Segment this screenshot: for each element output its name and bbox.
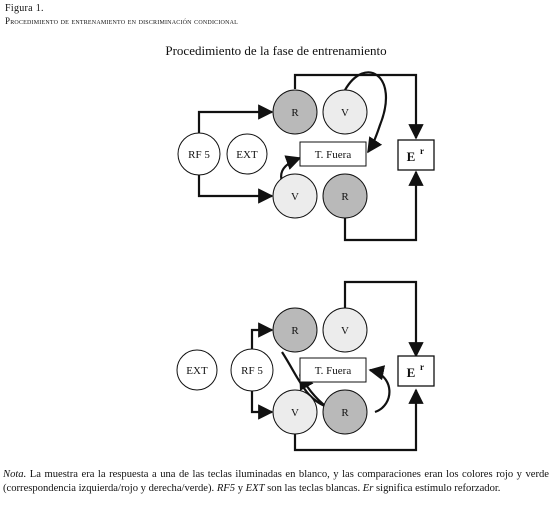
upper-red-label-bottom: R — [291, 325, 299, 337]
rf5-to-upper-red-arrow — [197, 104, 274, 133]
rf5-key-bottom — [230, 348, 274, 392]
upper-green-to-reinforcer-arrow — [343, 280, 424, 358]
reinforcer-superscript-bottom: r — [420, 362, 424, 372]
note-label: Nota. — [3, 469, 27, 480]
rf5-key — [177, 132, 221, 176]
upper-green-key — [322, 89, 368, 135]
timeout-label-bottom: T. Fuera — [315, 365, 352, 377]
note-rf5: RF5 — [216, 483, 236, 494]
rf5-to-upper-red-arrow-bottom — [250, 322, 274, 349]
lower-green-label: V — [291, 191, 299, 203]
upper-red-key-bottom — [272, 307, 318, 353]
training-procedure-diagram: RF 5 EXT R V V R T. Fuera E r — [176, 71, 435, 452]
panel-bottom: EXT RF 5 R V V R T. Fuera E r — [176, 280, 435, 452]
reinforcer-box-bottom — [397, 355, 435, 387]
ext-label-bottom: EXT — [186, 365, 208, 377]
rf5-label-bottom: RF 5 — [241, 365, 263, 377]
note-text-2: son las teclas blancas. — [264, 483, 363, 494]
lower-green-label-bottom: V — [291, 407, 299, 419]
upper-green-label-bottom: V — [341, 325, 349, 337]
figure-note: Nota. La muestra era la respuesta a una … — [3, 468, 549, 496]
timeout-box — [299, 141, 367, 167]
lower-red-label-bottom: R — [341, 407, 349, 419]
lower-green-to-reinforcer-arrow — [293, 388, 424, 452]
note-y: y — [235, 483, 246, 494]
lower-red-to-timeout-arrow — [368, 365, 391, 414]
reinforcer-superscript: r — [420, 146, 424, 156]
figure-caption: Procedimiento de entrenamiento en discri… — [5, 16, 239, 26]
figure-number: Figura 1. — [5, 3, 44, 14]
timeout-label: T. Fuera — [315, 149, 352, 161]
lower-red-to-reinforcer-arrow — [343, 170, 424, 242]
reinforcer-label-bottom: E — [407, 365, 416, 380]
note-ext: EXT — [245, 483, 265, 494]
rf5-to-lower-green-arrow-bottom — [250, 391, 274, 420]
ext-key-bottom — [176, 349, 218, 391]
ext-label: EXT — [236, 149, 258, 161]
rf5-label: RF 5 — [188, 149, 210, 161]
lower-green-key — [272, 173, 318, 219]
note-er: Er — [362, 483, 374, 494]
lower-red-label: R — [341, 191, 349, 203]
upper-green-to-timeout-arrow — [344, 71, 387, 154]
note-text-3: significa estímulo reforzador. — [373, 483, 501, 494]
lower-green-key-bottom — [272, 389, 318, 435]
upper-green-key-bottom — [322, 307, 368, 353]
lower-red-key — [322, 173, 368, 219]
diagram-title: Procedimiento de la fase de entrenamient… — [165, 43, 387, 58]
timeout-box-bottom — [299, 357, 367, 383]
note-text-1: La muestra era la respuesta a una de las… — [3, 469, 549, 494]
upper-red-to-reinforcer-arrow — [293, 73, 424, 140]
upper-red-label: R — [291, 107, 299, 119]
ext-key — [226, 133, 268, 175]
upper-green-label: V — [341, 107, 349, 119]
reinforcer-box — [397, 139, 435, 171]
reinforcer-label: E — [407, 149, 416, 164]
lower-red-key-bottom — [322, 389, 368, 435]
rf5-to-lower-green-arrow — [197, 175, 274, 204]
upper-red-key — [272, 89, 318, 135]
panel-top: RF 5 EXT R V V R T. Fuera E r — [177, 71, 435, 242]
